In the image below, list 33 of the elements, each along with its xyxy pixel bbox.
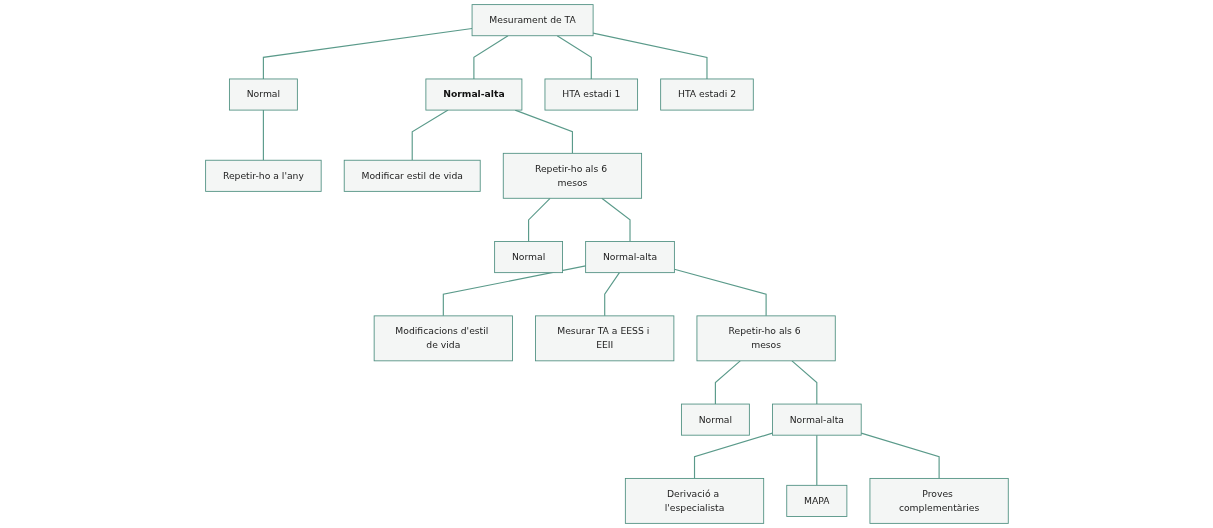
node-box: Normal [680,403,750,436]
node-box: HTA estadi 1 [544,78,638,111]
node-box: MAPA [785,484,847,517]
node-box: Repetir-ho als 6 mesos [502,152,642,199]
node-box: Mesurament de TA [471,4,594,37]
node-box: Modificacions d'estil de vida [373,315,513,362]
node-box: Normal-alta [771,403,862,436]
connector [442,265,586,317]
connector [262,109,264,161]
connector [592,32,708,80]
connector [815,434,817,486]
node-box: Repetir-ho a l'any [204,159,322,192]
node-box: Modificar estil de vida [343,159,481,192]
node-box: Normal [228,78,298,111]
connector [527,197,551,243]
node-box: Mesurar TA a EESS i EEII [534,315,674,362]
connector [714,360,741,405]
node-box: Normal [493,241,563,274]
node-box: Repetir-ho als 6 mesos [696,315,836,362]
node-box: HTA estadi 2 [659,78,754,111]
node-box: Proves complementàries [869,478,1009,524]
node-box: Derivació a l'especialista [624,478,764,524]
connector [472,35,509,80]
connector [600,197,631,243]
connector [262,27,473,80]
connector [603,272,620,317]
node-box: Normal-alta [425,78,522,111]
connector [693,432,773,479]
connector [556,35,592,80]
connector [673,268,767,317]
node-box: Normal-alta [584,241,675,274]
connector [790,360,817,405]
connector [860,432,940,479]
